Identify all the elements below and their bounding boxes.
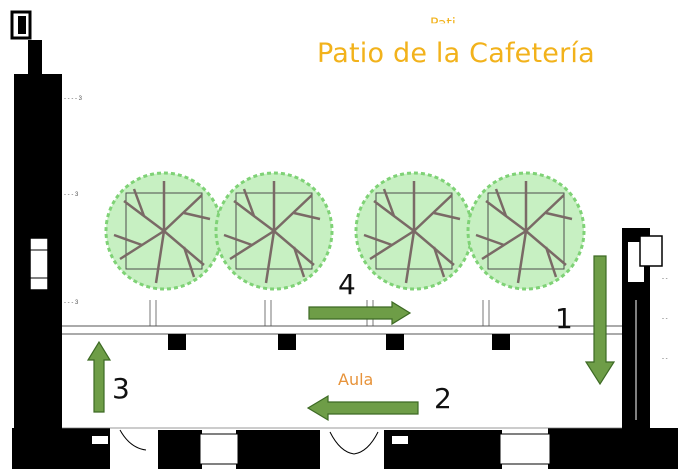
bottom-wall xyxy=(12,428,678,469)
room-label: Aula xyxy=(338,370,374,389)
arrow-4-right xyxy=(308,300,412,326)
courtyard-label: Patio de la Cafetería xyxy=(317,38,595,69)
step-number-3: 3 xyxy=(112,372,130,405)
tree-icon xyxy=(214,171,334,291)
trees xyxy=(104,171,586,291)
svg-text:- -: - - xyxy=(662,276,668,282)
svg-text:- - - - 3: - - - - 3 xyxy=(64,96,83,102)
svg-text:- - - 3: - - - 3 xyxy=(64,192,79,198)
svg-text:- -: - - xyxy=(662,356,668,362)
svg-text:- -: - - xyxy=(662,316,668,322)
tree-icon xyxy=(354,171,474,291)
right-wall: - - - - - - xyxy=(622,228,668,428)
svg-text:- - - 3: - - - 3 xyxy=(64,300,79,306)
step-number-1: 1 xyxy=(555,302,573,335)
arrow-3-up xyxy=(86,340,112,413)
tree-icon xyxy=(104,171,224,291)
step-number-2: 2 xyxy=(434,382,452,415)
columns xyxy=(168,334,510,350)
arrow-2-left xyxy=(306,394,419,422)
room-boundary xyxy=(62,300,622,429)
step-number-4: 4 xyxy=(338,268,356,301)
courtyard-label-partial: Pati xyxy=(430,16,456,32)
left-wall: - - - - 3 - - - 3 - - - 3 xyxy=(10,10,83,430)
arrow-1-down xyxy=(584,255,616,386)
tree-icon xyxy=(466,171,586,291)
